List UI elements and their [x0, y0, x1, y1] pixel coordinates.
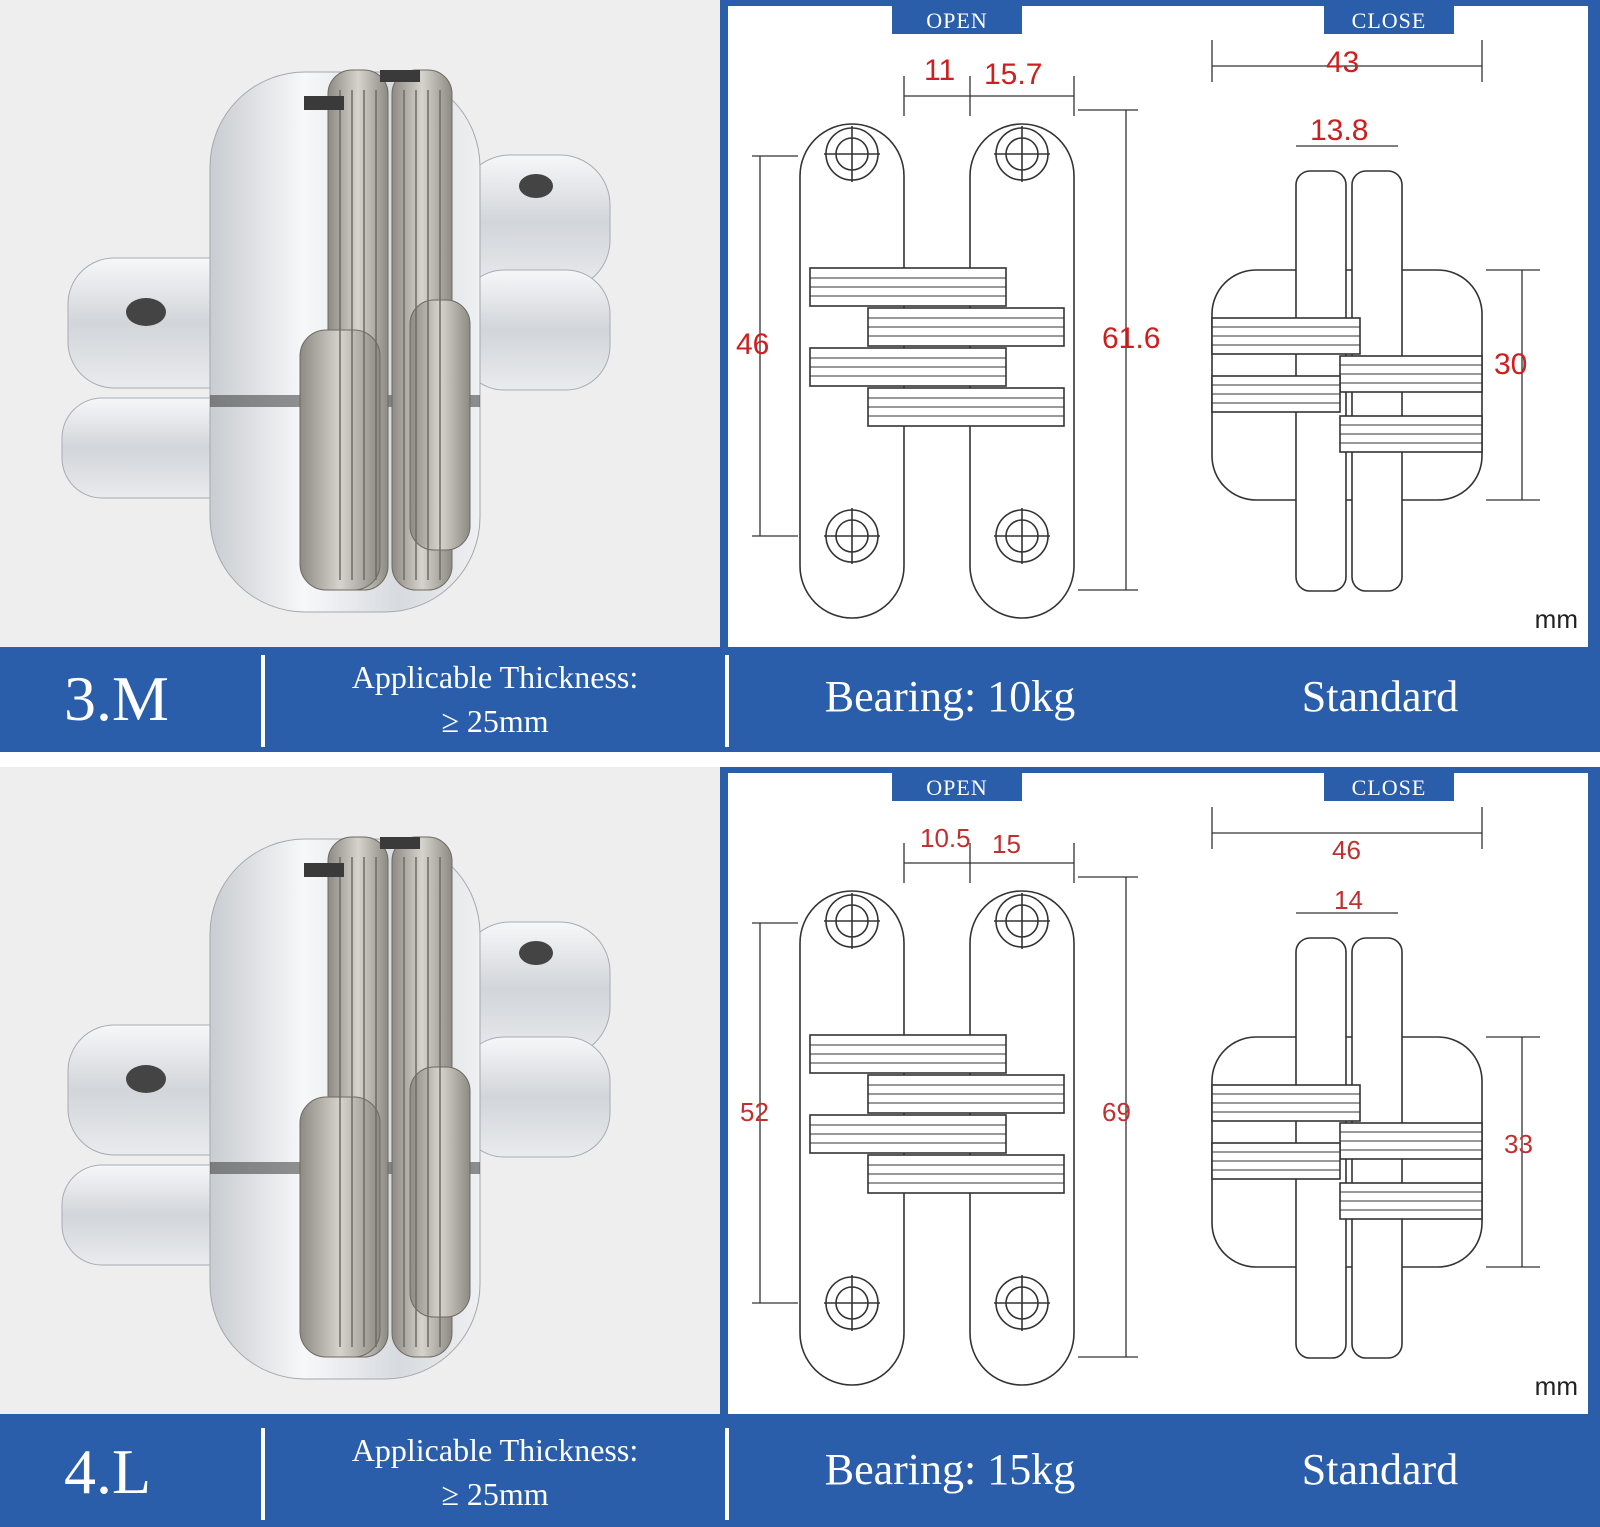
- dim-open-width-b: 15: [992, 829, 1021, 859]
- grade-label: Standard: [1301, 1445, 1459, 1494]
- close-view-label: CLOSE: [1324, 773, 1454, 801]
- dim-open-inner-height: 46: [736, 328, 770, 361]
- dim-close-slot-width: 14: [1334, 885, 1363, 915]
- spec-bar: 3.M Applicable Thickness: ≥ 25mm Bearing…: [0, 647, 1600, 752]
- dim-close-body-height: 30: [1494, 348, 1528, 381]
- product-panel-m: OPEN CLOSE 11 15.7 46 61.6 43 13.8 30 mm…: [0, 0, 1600, 760]
- spec-bar: 4.L Applicable Thickness: ≥ 25mm Bearing…: [0, 1420, 1600, 1525]
- dim-close-total-width: 43: [1326, 46, 1360, 79]
- unit-label: mm: [1534, 1371, 1578, 1401]
- dim-open-width-a: 10.5: [920, 823, 971, 853]
- product-photo: [0, 0, 720, 647]
- hinge-drawing-icon: [751, 806, 1541, 1386]
- bearing-capacity: Bearing: 15kg: [824, 1445, 1076, 1494]
- cross-hinge-photo-icon: [61, 69, 611, 613]
- technical-drawing: OPEN CLOSE 10.5 15 52 69 46 14 33 mm: [728, 773, 1588, 1414]
- dim-close-body-height: 33: [1504, 1129, 1533, 1159]
- thickness-value: ≥ 25mm: [441, 703, 549, 739]
- cross-hinge-photo-icon: [61, 836, 611, 1380]
- open-view-label: OPEN: [892, 773, 1022, 801]
- thickness-value: ≥ 25mm: [441, 1476, 549, 1512]
- model-size: 3.M: [64, 663, 169, 734]
- dim-open-width-a: 11: [924, 54, 956, 87]
- spec-divider: [261, 1428, 265, 1520]
- spec-divider: [725, 655, 729, 747]
- bearing-capacity: Bearing: 10kg: [824, 672, 1076, 721]
- dim-close-total-width: 46: [1332, 835, 1361, 865]
- unit-label: mm: [1534, 604, 1578, 634]
- close-view-label: CLOSE: [1324, 6, 1454, 34]
- thickness-label: Applicable Thickness:: [351, 659, 639, 695]
- open-view-label: OPEN: [892, 6, 1022, 34]
- dim-close-slot-width: 13.8: [1310, 114, 1369, 147]
- technical-drawing: OPEN CLOSE 11 15.7 46 61.6 43 13.8 30 mm: [728, 6, 1588, 647]
- dim-open-width-b: 15.7: [984, 58, 1043, 91]
- model-size: 4.L: [64, 1436, 152, 1507]
- dim-open-inner-height: 52: [740, 1097, 769, 1127]
- product-panel-l: OPEN CLOSE 10.5 15 52 69 46 14 33 mm 4.L…: [0, 767, 1600, 1527]
- spec-divider: [725, 1428, 729, 1520]
- panel-separator: [0, 752, 1600, 767]
- product-photo: [0, 767, 720, 1414]
- grade-label: Standard: [1301, 672, 1459, 721]
- dim-open-total-height: 61.6: [1102, 322, 1161, 355]
- spec-divider: [261, 655, 265, 747]
- thickness-label: Applicable Thickness:: [351, 1432, 639, 1468]
- dim-open-total-height: 69: [1102, 1097, 1131, 1127]
